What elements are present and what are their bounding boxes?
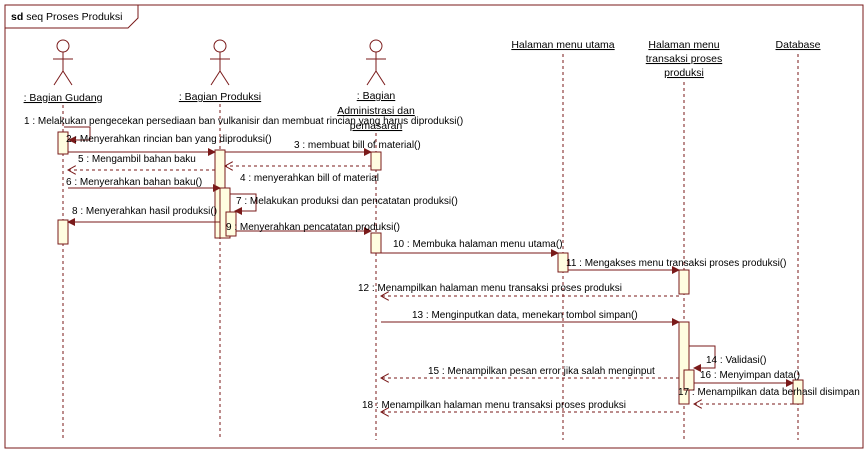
message-label: 4 : menyerahkan bill of material [240,173,379,184]
lifeline-label: : Bagian [357,90,396,102]
message-18: 18 : Menampilkan halaman menu transaksi … [362,400,679,412]
message-4: 4 : menyerahkan bill of material [225,166,379,184]
self-call-arrow [230,193,257,215]
message-label: 15 : Menampilkan pesan error jika salah … [428,366,655,377]
messages: 1 : Melakukan pengecekan persediaan ban … [24,116,860,412]
message-label: 6 : Menyerahkan bahan baku() [66,177,202,188]
message-11: 11 : Mengakses menu transaksi proses pro… [566,258,786,274]
message-17: 17 : Menampilkan data berhasil disimpan [678,387,860,404]
lifeline-label: Administrasi dan [337,105,415,117]
actor-icon [366,39,386,86]
activation-bar [370,232,382,254]
lifeline-database: Database [776,39,821,440]
lifeline-label: Halaman menu utama [511,39,614,51]
message-label: 3 : membuat bill of material() [294,140,421,151]
activation-bar [792,379,804,405]
message-7: 7 : Melakukan produksi dan pencatatan pr… [230,193,458,215]
activation-bars [57,131,804,405]
message-label: 9 : Menyerahkan pencatatan produksi() [226,222,400,233]
lifeline-label: Halaman menu [648,39,719,51]
activation-bar [370,151,382,171]
lifelines: : Bagian Gudang : Bagian Produksi : Bagian… [24,39,821,440]
message-5: 5 : Mengambil bahan baku [68,154,215,170]
activation-bar [225,211,237,237]
lifeline-label: transaksi proses [646,53,722,65]
message-16: 16 : Menyimpan data() [694,370,800,387]
message-label: 5 : Mengambil bahan baku [78,154,196,165]
self-call-arrow [689,345,716,372]
activation-bar [57,219,69,245]
frame-tab [4,4,139,29]
lifeline-gudang: : Bagian Gudang [24,39,103,440]
message-1: 1 : Melakukan pengecekan persediaan ban … [24,116,463,144]
message-label: 2 : Menyerahkan rincian ban yang diprodu… [66,134,272,145]
message-label: 11 : Mengakses menu transaksi proses pro… [566,258,786,269]
message-label: 10 : Membuka halaman menu utama() [393,239,563,250]
activation-bar [678,321,690,405]
lifeline-menu_utama: Halaman menu utama [511,39,615,440]
diagram-frame: sd seq Proses Produksi [4,4,864,449]
lifeline-menu_transaksi: Halaman menu transaksi proses produksi [646,39,722,440]
message-label: 8 : Menyerahkan hasil produksi() [72,206,217,217]
message-label: 18 : Menampilkan halaman menu transaksi … [362,400,626,411]
frame-border [4,4,864,449]
frame-name: seq Proses Produksi [26,11,122,23]
actor-icon [53,39,73,86]
message-label: 12 : Menampilkan halaman menu transaksi … [358,283,622,294]
activation-bar [557,252,569,273]
lifeline-label: : Bagian Gudang [24,92,103,104]
lifeline-label: produksi [664,67,704,79]
message-label: 13 : Menginputkan data, menekan tombol s… [412,310,638,321]
message-6: 6 : Menyerahkan bahan baku() [66,177,221,192]
message-label: 14 : Validasi() [706,355,766,366]
frame-title: sd seq Proses Produksi [11,11,122,23]
message-13: 13 : Menginputkan data, menekan tombol s… [381,310,680,326]
actor-icon [210,39,230,86]
message-12: 12 : Menampilkan halaman menu transaksi … [358,283,679,296]
activation-bar [678,269,690,295]
message-label: 16 : Menyimpan data() [700,370,800,381]
message-15: 15 : Menampilkan pesan error jika salah … [381,366,679,378]
message-2: 2 : Menyerahkan rincian ban yang diprodu… [66,134,272,156]
message-10: 10 : Membuka halaman menu utama() [381,239,563,257]
lifeline-label: : Bagian Produksi [179,91,261,103]
message-8: 8 : Menyerahkan hasil produksi() [67,206,220,226]
message-14: 14 : Validasi() [689,345,766,372]
activation-bar [683,369,695,391]
self-call-arrow [64,126,91,144]
message-label: 17 : Menampilkan data berhasil disimpan [678,387,860,398]
message-label: 7 : Melakukan produksi dan pencatatan pr… [236,196,458,207]
message-3: 3 : membuat bill of material() [225,140,421,156]
frame-keyword: sd [11,11,23,23]
lifeline-label: pemasaran [350,120,403,132]
message-9: 9 : Menyerahkan pencatatan produksi() [226,222,400,235]
message-label: 1 : Melakukan pengecekan persediaan ban … [24,116,463,127]
lifeline-label: Database [776,39,821,51]
